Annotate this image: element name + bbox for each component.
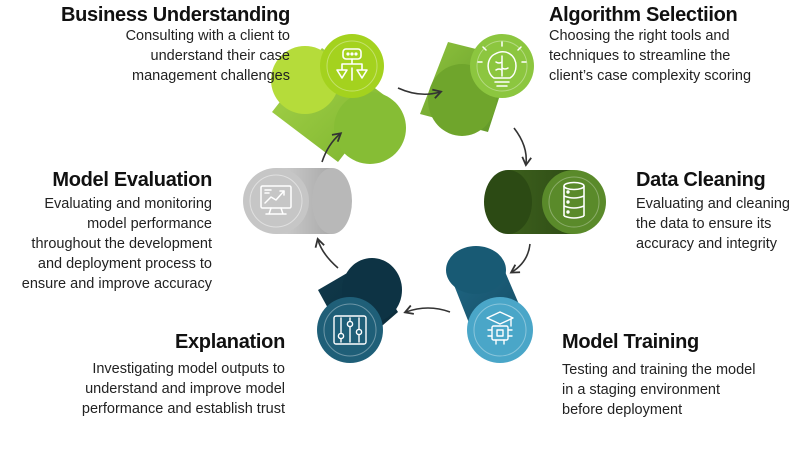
step-description-data-cleaning: Evaluating and cleaning the data to ensu… xyxy=(636,196,790,252)
cylinder-algorithm-selection xyxy=(420,34,534,136)
arrow-to-model-evaluation xyxy=(314,237,339,269)
step-description-algorithm-selection: Choosing the right tools and techniques … xyxy=(549,28,752,84)
step-description-model-evaluation: Evaluating and monitoring model performa… xyxy=(21,196,212,292)
cylinder-business-understanding xyxy=(271,34,406,164)
step-description-business-understanding: Consulting with a client to understand t… xyxy=(125,28,290,84)
monitor-chart-icon xyxy=(260,185,292,215)
sliders-icon xyxy=(333,315,367,345)
cylinder-explanation xyxy=(317,258,402,363)
database-icon xyxy=(563,181,585,219)
step-title-business-understanding: Business Understanding xyxy=(61,4,290,26)
decision-tree-icon xyxy=(336,48,368,81)
step-description-model-training: Testing and training the model in a stag… xyxy=(562,362,756,418)
arrow-to-explanation xyxy=(403,304,451,315)
step-title-data-cleaning: Data Cleaning xyxy=(636,169,766,191)
cycle-arrows xyxy=(314,87,532,315)
arrow-to-business-understanding xyxy=(321,132,343,163)
step-title-explanation: Explanation xyxy=(174,331,285,353)
step-description-explanation: Investigating model outputs to understan… xyxy=(81,361,285,417)
cylinder-model-training xyxy=(446,246,533,363)
chip-graduation-cap-icon xyxy=(486,311,514,345)
step-title-algorithm-selection: Algorithm Selectiion xyxy=(549,4,738,26)
arrow-to-data-cleaning xyxy=(513,127,532,167)
arrow-to-model-training xyxy=(509,243,531,274)
step-title-model-training: Model Training xyxy=(562,331,699,353)
cylinder-data-cleaning xyxy=(484,170,606,234)
arrow-to-algorithm-selection xyxy=(397,87,443,99)
lightbulb-brain-icon xyxy=(477,41,527,87)
cylinder-model-evaluation xyxy=(243,168,352,234)
step-title-model-evaluation: Model Evaluation xyxy=(52,169,212,191)
